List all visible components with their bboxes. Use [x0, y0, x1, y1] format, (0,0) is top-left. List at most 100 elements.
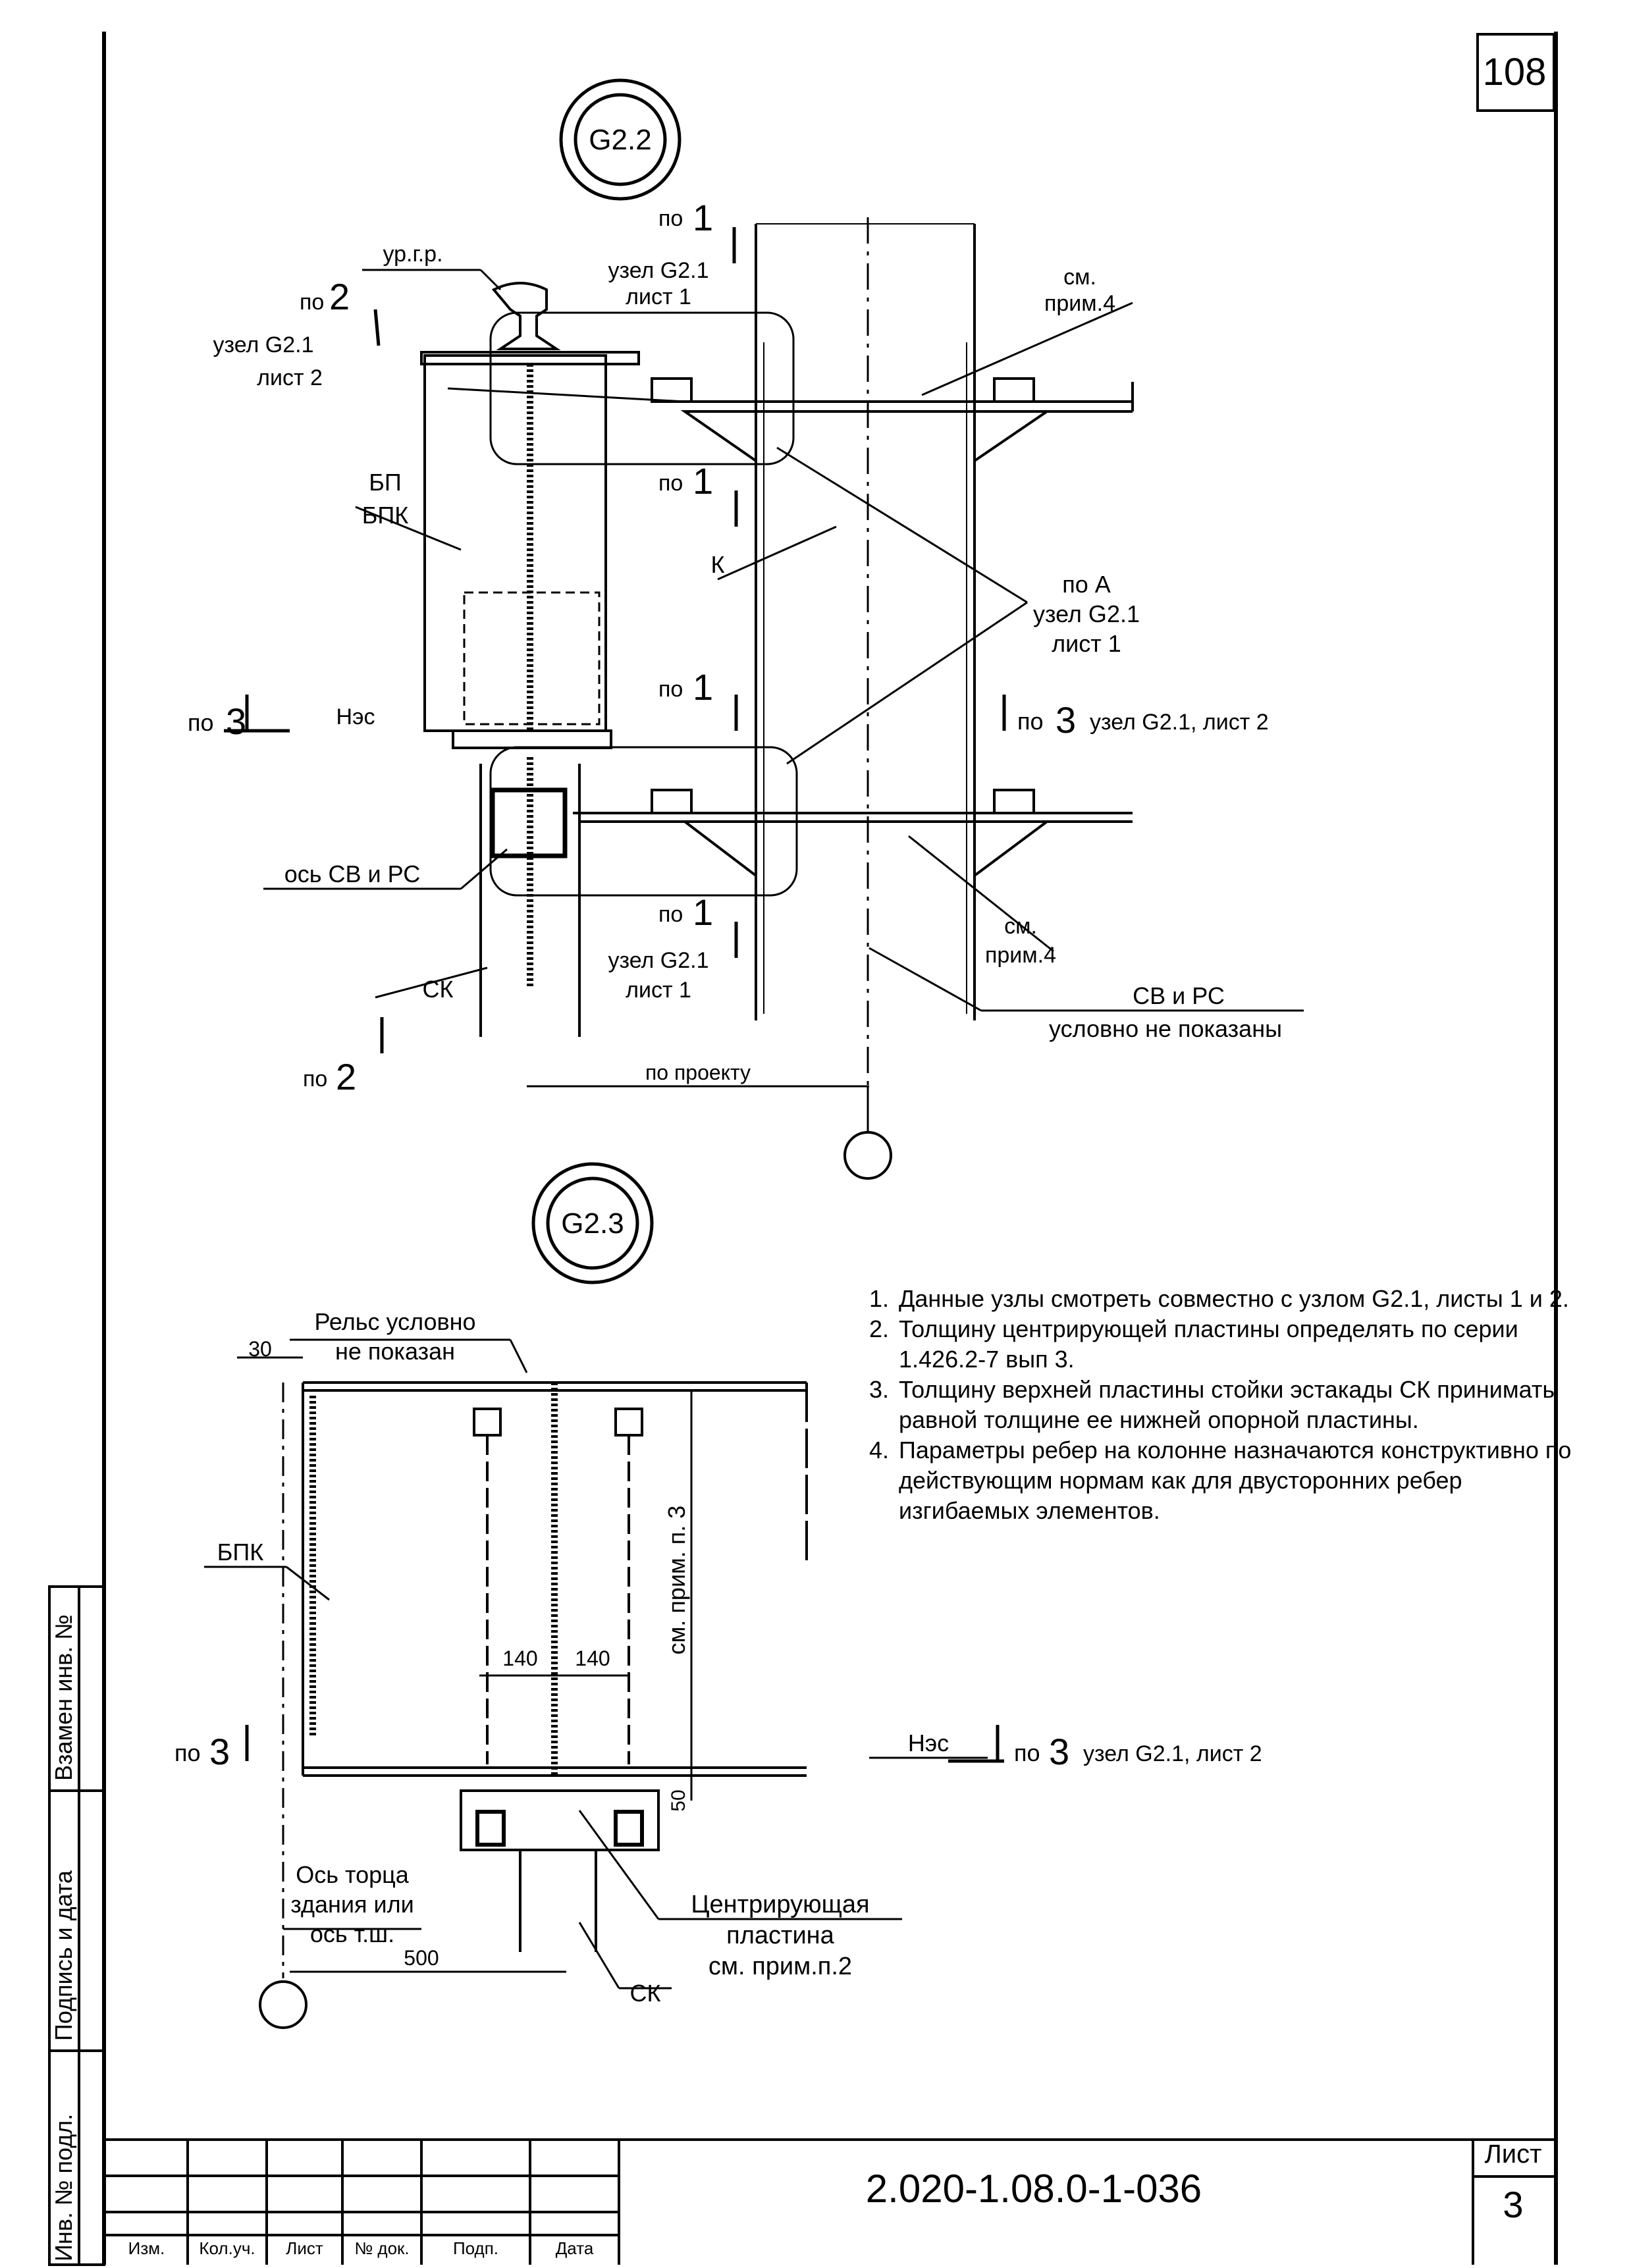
section3-g23-num: 3 — [1049, 1731, 1069, 1772]
section3-left-prefix: по — [188, 709, 214, 736]
rail-level-label: ур.г.р. — [383, 242, 442, 267]
axis-sv-label: ось СВ и РС — [284, 860, 421, 887]
section1-low-num: 1 — [693, 666, 713, 708]
see-note4-bottom-1: см. — [1004, 914, 1037, 939]
section2-bottom-num: 2 — [336, 1056, 356, 1097]
bpk-label-g23: БПК — [217, 1539, 264, 1566]
document-code: 2.020-1.08.0-1-036 — [865, 2167, 1202, 2211]
axis-note-1: Ось торца — [296, 1861, 410, 1888]
note-1: Данные узлы смотреть совместно с узлом G… — [896, 1284, 1584, 1314]
side-label-inv: Инв. № подл. — [50, 2113, 77, 2261]
g22-title: G2.2 — [589, 124, 651, 156]
section3-g23-ref: узел G2.1, лист 2 — [1083, 1741, 1262, 1766]
node-ref-bottom-1: узел G2.1 — [608, 948, 709, 973]
sk-label-g22: СК — [423, 976, 454, 1003]
sheet-label: Лист — [1484, 2140, 1542, 2169]
sheet-number: 3 — [1503, 2184, 1524, 2225]
see-note4-bottom-2: прим.4 — [985, 943, 1056, 968]
section1-top-prefix: по — [658, 206, 683, 231]
section1-low-prefix: по — [658, 677, 683, 702]
axis-circle-g23 — [259, 1980, 307, 2029]
column-k — [755, 217, 976, 1119]
column-k-label: К — [711, 551, 725, 578]
section1-bottom-num: 1 — [693, 891, 713, 933]
section-markers — [224, 227, 1006, 1763]
column-ribs-top — [651, 377, 1134, 463]
see-note4-top-2: прим.4 — [1044, 291, 1115, 316]
section2-top-prefix: по — [300, 290, 324, 315]
sv-rs-2: условно не показаны — [1049, 1015, 1282, 1042]
see-note4-top-1: см. — [1063, 265, 1096, 290]
section3-right-prefix: по — [1017, 708, 1044, 735]
side-label-replace: Взамен инв. № — [50, 1614, 77, 1781]
section1-mid-prefix: по — [658, 471, 683, 496]
by-a-2: узел G2.1 — [1033, 600, 1140, 627]
g23-title-circle — [531, 1162, 654, 1284]
g22-leaders — [263, 269, 1304, 1088]
page-number: 108 — [1482, 51, 1547, 93]
section2-top-num: 2 — [329, 276, 350, 317]
section3-g23-left-prefix: по — [174, 1739, 201, 1766]
notes-list: Данные узлы смотреть совместно с узлом G… — [866, 1284, 1584, 1526]
rail — [491, 282, 561, 350]
section2-bottom-prefix: по — [303, 1067, 327, 1092]
node-ref-top-2: лист 1 — [626, 284, 691, 309]
section3-g23-prefix: по — [1014, 1739, 1040, 1766]
node-ref-bottom-2: лист 1 — [626, 978, 691, 1003]
header-izm: Изм. — [128, 2238, 165, 2258]
sk-label-g23: СК — [630, 1980, 661, 2007]
dim-30: 30 — [248, 1337, 272, 1361]
side-label-sign: Подпись и дата — [50, 1870, 77, 2041]
sv-rs-1: СВ и РС — [1133, 982, 1225, 1009]
section3-right-ref: узел G2.1, лист 2 — [1090, 710, 1269, 735]
dim-500: 500 — [404, 1946, 439, 1970]
header-doc: № док. — [354, 2238, 410, 2258]
beam-bpk-label: БПК — [362, 502, 409, 529]
see-note-3-label: см. прим. п. 3 — [663, 1506, 690, 1655]
hes-label-g23: Нэс — [908, 1729, 949, 1756]
stub-sk — [479, 757, 581, 1037]
beam-bp — [420, 351, 685, 749]
node-ref-top-1: узел G2.1 — [608, 258, 709, 283]
rail-note-2: не показан — [335, 1338, 455, 1365]
note-3: Толщину верхней пластины стойки эстакады… — [896, 1375, 1584, 1435]
g23-plate — [302, 1381, 808, 1952]
axis-circle-g22 — [843, 1131, 892, 1180]
section1-mid-num: 1 — [693, 460, 713, 502]
by-a-3: лист 1 — [1052, 630, 1121, 657]
centering-1: Центрирующая — [691, 1891, 869, 1918]
section3-left-num: 3 — [226, 700, 246, 742]
title-block — [104, 2138, 1556, 2265]
beam-bp-label: БП — [369, 469, 402, 496]
centering-3: см. прим.п.2 — [709, 1953, 852, 1980]
centering-2: пластина — [726, 1922, 835, 1949]
section1-top-num: 1 — [693, 197, 713, 238]
note-4: Параметры ребер на колонне назначаются к… — [896, 1435, 1584, 1526]
by-project-label: по проекту — [645, 1061, 751, 1084]
dim-140-right: 140 — [575, 1647, 610, 1670]
note-2: Толщину центрирующей пластины определять… — [896, 1314, 1584, 1375]
page-number-box — [1476, 33, 1555, 112]
dim-140-left: 140 — [502, 1647, 537, 1670]
side-stamp — [48, 1585, 105, 2266]
axis-note-2: здания или — [290, 1891, 414, 1918]
hes-label-g22: Нэс — [336, 704, 375, 729]
header-sign: Подп. — [452, 2238, 499, 2258]
section1-bottom-prefix: по — [658, 902, 683, 927]
g23-leaders — [204, 1338, 988, 1990]
rail-note-1: Рельс условно — [314, 1308, 475, 1335]
g22-title-circle — [559, 78, 682, 201]
header-date: Дата — [555, 2238, 594, 2258]
dim-50: 50 — [668, 1789, 689, 1811]
column-ribs-bottom — [573, 789, 1133, 879]
g23-title: G2.3 — [561, 1207, 624, 1240]
header-kolvo: Кол.уч. — [199, 2238, 255, 2258]
by-a-1: по А — [1062, 571, 1111, 598]
section3-g23-left-num: 3 — [209, 1731, 230, 1772]
header-list: Лист — [286, 2238, 323, 2258]
section3-right-num: 3 — [1056, 699, 1076, 741]
node-ref-left-2: лист 2 — [257, 365, 323, 390]
node-ref-left-1: узел G2.1 — [213, 332, 314, 357]
axis-note-3: ось т.ш. — [310, 1920, 394, 1947]
